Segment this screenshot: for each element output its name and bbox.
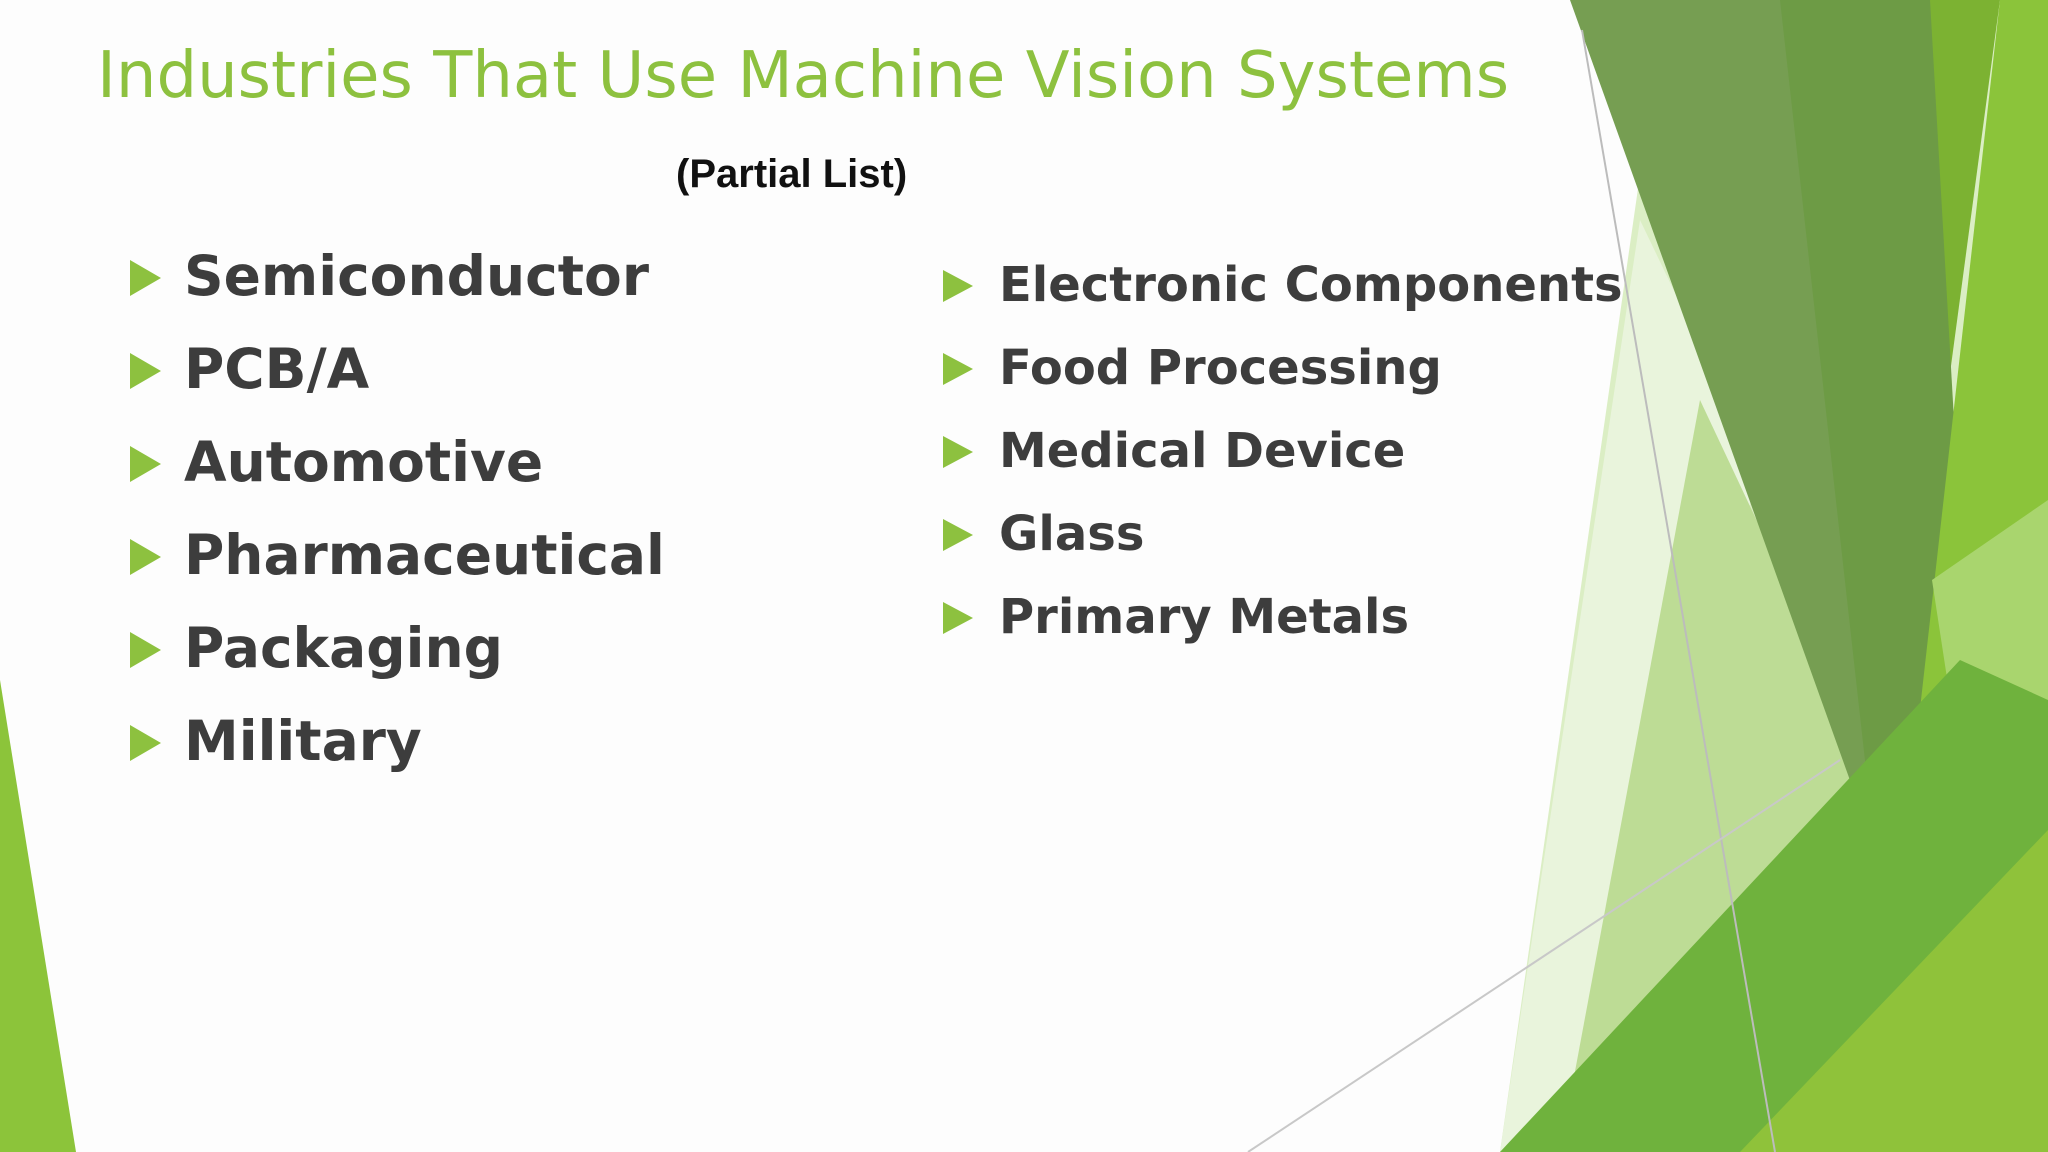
slide-subtitle: (Partial List) bbox=[676, 152, 908, 196]
list-item-label: Food Processing bbox=[999, 340, 1442, 396]
list-item-label: Semiconductor bbox=[184, 244, 649, 308]
list-item: Food Processing bbox=[943, 327, 1623, 410]
list-item: PCB/A bbox=[130, 323, 665, 416]
list-item-label: Packaging bbox=[184, 616, 503, 680]
list-item-label: Automotive bbox=[184, 430, 544, 494]
triangle-right-icon bbox=[130, 632, 161, 668]
list-item-label: Glass bbox=[999, 506, 1145, 562]
triangle-right-icon bbox=[130, 260, 161, 296]
list-item: Primary Metals bbox=[943, 576, 1623, 659]
list-item-label: PCB/A bbox=[184, 337, 370, 401]
list-item: Pharmaceutical bbox=[130, 509, 665, 602]
list-item-label: Pharmaceutical bbox=[184, 523, 665, 587]
left-green-sliver bbox=[0, 680, 76, 1152]
triangle-right-icon bbox=[943, 353, 973, 385]
triangle-right-icon bbox=[130, 446, 161, 482]
triangle-right-icon bbox=[943, 602, 973, 634]
list-item: Automotive bbox=[130, 416, 665, 509]
triangle-right-icon bbox=[943, 519, 973, 551]
right-shape-mid-green bbox=[1780, 0, 1970, 850]
list-item: Medical Device bbox=[943, 410, 1623, 493]
list-item: Packaging bbox=[130, 602, 665, 695]
list-item-label: Electronic Components bbox=[999, 257, 1623, 313]
right-shape-bottom-bright bbox=[1740, 830, 2048, 1152]
list-item: Glass bbox=[943, 493, 1623, 576]
triangle-right-icon bbox=[130, 539, 161, 575]
list-item: Electronic Components bbox=[943, 244, 1623, 327]
list-item: Military bbox=[130, 695, 665, 788]
triangle-right-icon bbox=[130, 353, 161, 389]
triangle-right-icon bbox=[943, 270, 973, 302]
accent-line-sweep bbox=[1247, 759, 1841, 1152]
list-item-label: Medical Device bbox=[999, 423, 1406, 479]
list-item-label: Primary Metals bbox=[999, 589, 1410, 645]
accent-line-diagonal bbox=[1581, 29, 1776, 1152]
list-item: Semiconductor bbox=[130, 230, 665, 323]
triangle-right-icon bbox=[943, 436, 973, 468]
slide-title: Industries That Use Machine Vision Syste… bbox=[97, 39, 1510, 113]
triangle-right-icon bbox=[130, 725, 161, 761]
list-item-label: Military bbox=[184, 709, 422, 773]
